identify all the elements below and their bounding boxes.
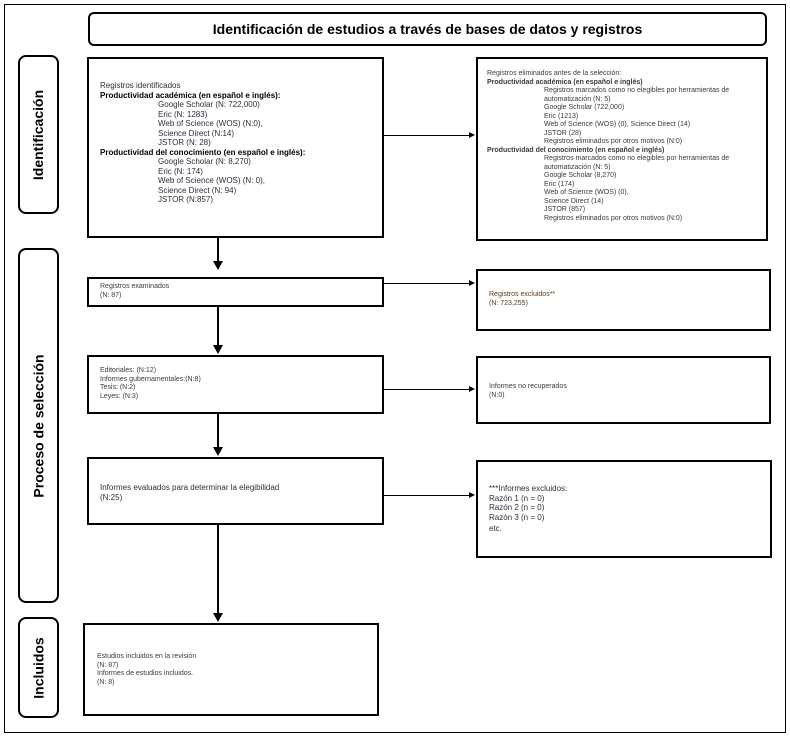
list-item: Razón 2 (n = 0) — [489, 503, 545, 512]
list-item: Razón 1 (n = 0) — [489, 493, 545, 503]
box-heading: Registros identificados — [100, 81, 181, 90]
list-item: Google Scholar (8,270) — [544, 172, 617, 179]
arrow-line — [217, 414, 219, 448]
arrow-down-icon — [213, 613, 223, 622]
box-heading: ***Informes excluidos: — [489, 484, 568, 493]
arrow-line — [384, 135, 470, 136]
list-item: Razón 3 (n = 0) — [489, 512, 545, 522]
box-heading: Registros eliminados antes de la selecci… — [487, 70, 622, 77]
list-item: JSTOR (857) — [544, 206, 586, 213]
phase-screening: Proceso de selección — [18, 248, 59, 603]
list-item: Web of Science (WOS) (N:0), — [158, 119, 263, 128]
list-item: JSTOR (28) — [544, 129, 582, 137]
list-item: Informes gubernamentales:(N:8) — [100, 375, 201, 383]
arrow-line — [217, 238, 219, 262]
box-text: Informes de estudios incluidos. — [97, 670, 194, 677]
list-item: Registros eliminados por otros motivos (… — [544, 138, 683, 145]
arrow-line — [384, 495, 470, 496]
diagram-title: Identificación de estudios a través de b… — [88, 12, 767, 46]
arrow-line — [217, 307, 219, 345]
reports-assessed-box: Informes evaluados para determinar la el… — [87, 457, 384, 525]
list-item: Science Direct (N: 94) — [158, 185, 237, 195]
group-label: Productividad del conocimiento (en españ… — [100, 147, 306, 157]
list-item: Registros eliminados por otros motivos (… — [544, 214, 683, 222]
list-item: Registros marcados como no elegibles por… — [544, 87, 730, 103]
reports-sought-box: Editoriales: (N:12) Informes gubernament… — [87, 355, 384, 414]
list-item: Eric (174) — [544, 180, 575, 188]
box-text: Estudios incluidos en la revisión — [97, 653, 197, 660]
box-count: (N: 87) — [100, 291, 122, 299]
list-item: Web of Science (WOS) (0), — [544, 189, 629, 196]
reports-excluded-box: ***Informes excluidos: Razón 1 (n = 0) R… — [476, 460, 772, 558]
list-item: Eric (1213) — [544, 112, 579, 120]
records-excluded-box: Registros excluidos** (N: 723,255) — [476, 269, 771, 331]
diagram-frame — [4, 4, 786, 733]
arrow-right-icon — [469, 132, 475, 138]
list-item: Science Direct (N:14) — [158, 128, 235, 138]
box-count: (N: 87) — [97, 661, 119, 669]
group-label: Productividad académica (en español e in… — [487, 78, 643, 86]
list-item: Google Scholar (722,000) — [544, 104, 625, 111]
phase-label: Proceso de selección — [30, 353, 47, 498]
phase-label: Incluidos — [30, 636, 47, 699]
records-removed-box: Registros eliminados antes de la selecci… — [476, 57, 768, 241]
box-text: Informes no recuperados — [489, 383, 567, 390]
list-item: Google Scholar (N: 8,270) — [158, 157, 251, 166]
arrow-line — [384, 389, 470, 390]
box-count: (N: 723,255) — [489, 299, 528, 307]
list-item: Google Scholar (N: 722,000) — [158, 100, 260, 109]
list-item: Eric (N: 174) — [158, 166, 203, 176]
group-label: Productividad académica (en español e in… — [100, 90, 281, 100]
list-item: Leyes: (N:3) — [100, 392, 139, 400]
list-item: Web of Science (WOS) (N: 0), — [158, 176, 265, 185]
box-count: (N:0) — [489, 391, 505, 399]
box-count: (N:25) — [100, 492, 123, 502]
records-screened-box: Registros examinados (N: 87) — [87, 277, 384, 307]
box-count: (N: 8) — [97, 678, 115, 686]
arrow-down-icon — [213, 261, 223, 270]
list-item: Editoriales: (N:12) — [100, 367, 157, 374]
arrow-right-icon — [469, 280, 475, 286]
arrow-line — [217, 525, 219, 614]
records-identified-box: Registros identificados Productividad ac… — [87, 57, 384, 238]
list-item: JSTOR (N: 28) — [158, 138, 211, 147]
box-text: Registros examinados — [100, 283, 170, 290]
box-text: Registros excluidos** — [489, 291, 556, 298]
arrow-right-icon — [469, 492, 475, 498]
arrow-down-icon — [213, 345, 223, 354]
list-item: JSTOR (N:857) — [158, 195, 213, 204]
list-item: etc. — [489, 524, 502, 533]
title-text: Identificación de estudios a través de b… — [212, 21, 643, 37]
phase-label: Identificación — [30, 89, 47, 180]
arrow-right-icon — [469, 386, 475, 392]
phase-identification: Identificación — [18, 55, 59, 214]
group-label: Productividad del conocimiento (en españ… — [487, 146, 665, 154]
box-text: Informes evaluados para determinar la el… — [100, 483, 280, 492]
list-item: Registros marcados como no elegibles por… — [544, 155, 730, 171]
list-item: Eric (N: 1283) — [158, 109, 208, 119]
list-item: Tesis: (N:2) — [100, 384, 136, 391]
arrow-line — [384, 283, 470, 284]
phase-included: Incluidos — [18, 617, 59, 718]
studies-included-box: Estudios incluidos en la revisión (N: 87… — [83, 623, 379, 716]
list-item: Web of Science (WOS) (0), Science Direct… — [544, 121, 691, 128]
reports-not-retrieved-box: Informes no recuperados (N:0) — [476, 356, 771, 424]
list-item: Science Direct (14) — [544, 197, 604, 205]
arrow-down-icon — [213, 447, 223, 456]
